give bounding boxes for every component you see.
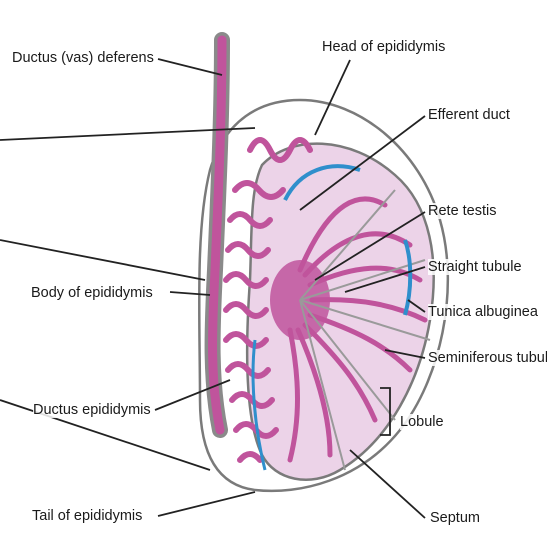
label-ductus-deferens: Ductus (vas) deferens xyxy=(12,50,154,66)
label-body-epididymis: Body of epididymis xyxy=(31,285,153,301)
label-septum: Septum xyxy=(430,510,480,526)
leader-head-epididymis xyxy=(315,60,350,135)
leader-left-2 xyxy=(0,240,205,280)
label-efferent-duct: Efferent duct xyxy=(428,107,510,123)
label-tail-epididymis: Tail of epididymis xyxy=(32,508,142,524)
label-seminiferous-tubule: Seminiferous tubul xyxy=(428,350,547,366)
label-rete-testis: Rete testis xyxy=(428,203,497,219)
label-straight-tubule: Straight tubule xyxy=(428,259,522,275)
leader-body-epididymis xyxy=(170,292,210,295)
leader-ductus-deferens xyxy=(158,59,222,75)
label-head-epididymis: Head of epididymis xyxy=(322,39,445,55)
leader-tail-epididymis xyxy=(158,492,255,516)
leader-septum xyxy=(350,450,425,518)
label-lobule: Lobule xyxy=(400,414,444,430)
label-tunica-albuginea: Tunica albuginea xyxy=(428,304,538,320)
label-ductus-epididymis: Ductus epididymis xyxy=(33,402,151,418)
